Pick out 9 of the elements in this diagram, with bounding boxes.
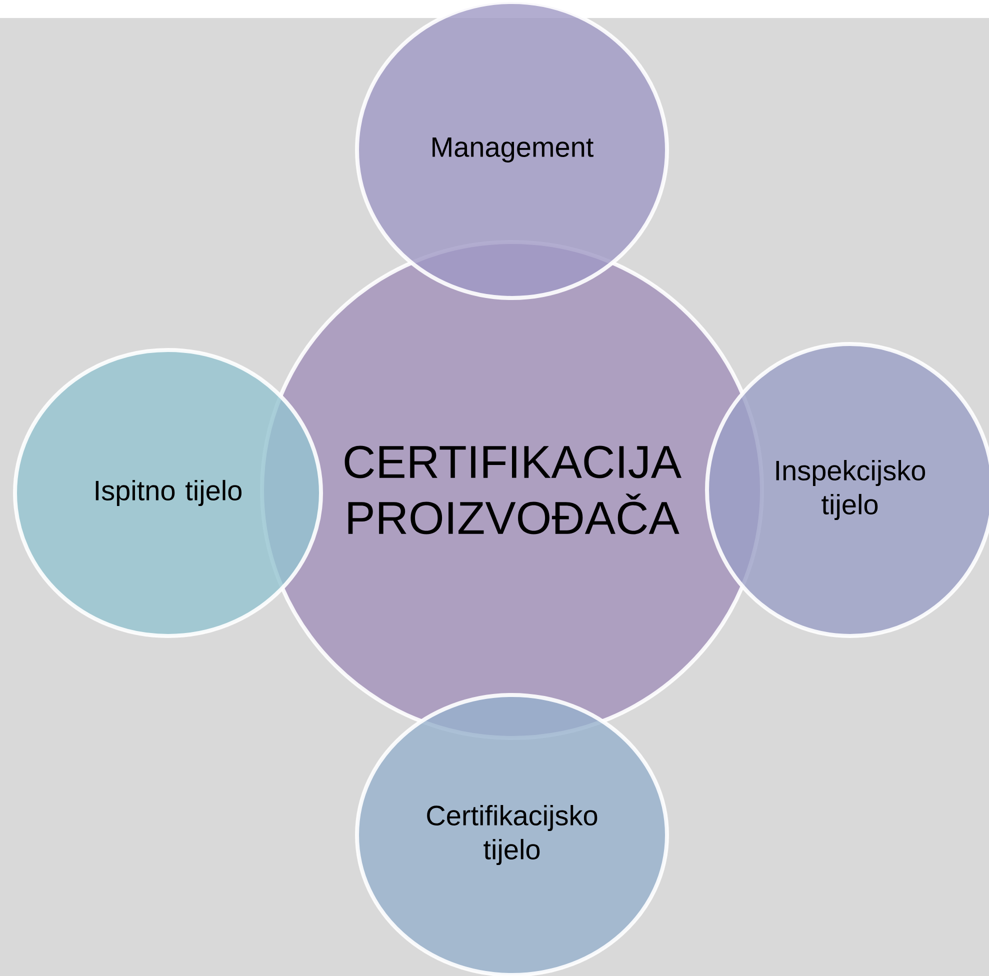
circle	[355, 0, 669, 300]
circle	[355, 692, 669, 976]
circle-label: Inspekcijsko tijelo	[776, 460, 926, 520]
circle-label: Ispitno tijelo	[96, 480, 242, 506]
circle-label: CERTIFIKACIJA PROIZVOĐAČA	[344, 446, 682, 534]
circle	[13, 348, 323, 638]
circle-label: Management	[432, 137, 594, 163]
circle-label: Certifikacijsko tijelo	[427, 804, 598, 866]
circle	[705, 342, 989, 638]
